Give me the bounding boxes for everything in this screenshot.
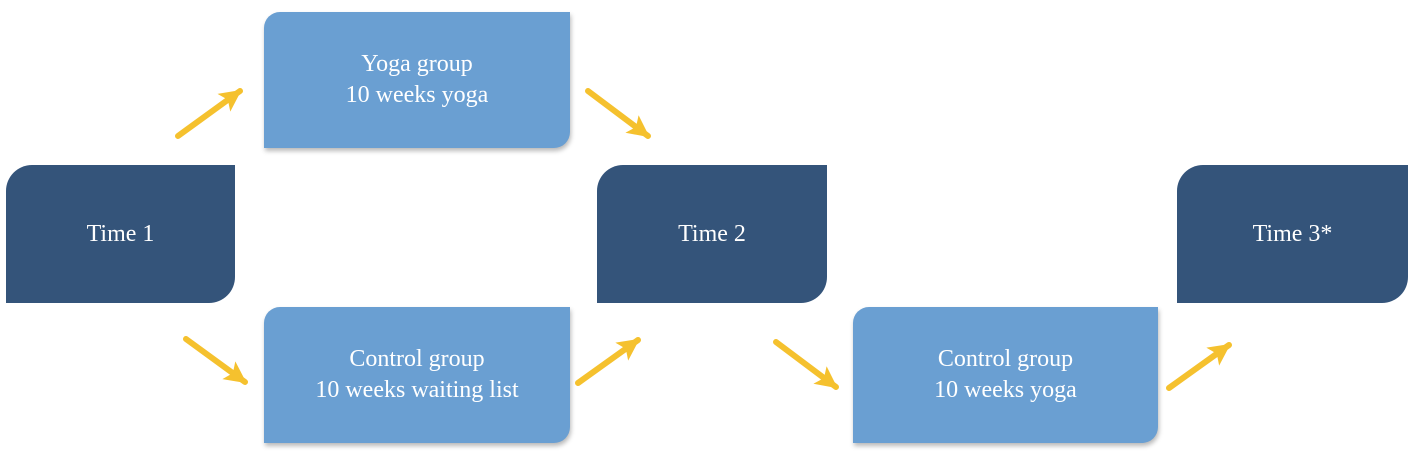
control-waiting-title: Control group <box>349 346 485 372</box>
control-yoga-box: Control group 10 weeks yoga <box>853 307 1158 443</box>
control-waiting-detail: 10 weeks waiting list <box>315 377 519 403</box>
control-waiting-box: Control group 10 weeks waiting list <box>264 307 570 443</box>
yoga-group-detail: 10 weeks yoga <box>345 82 489 108</box>
arrow-control-to-time2 <box>575 337 641 386</box>
control-yoga-detail: 10 weeks yoga <box>934 377 1077 403</box>
control-yoga-title: Control group <box>937 346 1074 372</box>
time-3-label: Time 3* <box>1252 220 1333 247</box>
arrow-control-yoga-to-time3 <box>1166 342 1232 391</box>
arrow-time1-to-yoga <box>175 88 243 139</box>
time-3-box: Time 3* <box>1177 165 1408 303</box>
arrow-time1-to-control <box>183 336 248 385</box>
yoga-group-title: Yoga group <box>361 51 473 77</box>
arrow-yoga-to-time2 <box>585 88 651 139</box>
yoga-group-box: Yoga group 10 weeks yoga <box>264 12 570 148</box>
time-2-label: Time 2 <box>678 220 746 247</box>
time-1-label: Time 1 <box>86 220 155 247</box>
time-2-box: Time 2 <box>597 165 827 303</box>
time-1-box: Time 1 <box>6 165 235 303</box>
arrow-time2-to-control-yoga <box>773 339 839 390</box>
